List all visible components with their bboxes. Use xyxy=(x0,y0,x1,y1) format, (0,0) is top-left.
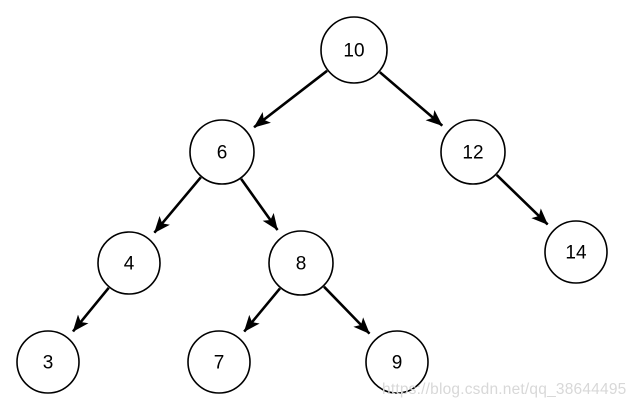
node-label-14: 14 xyxy=(565,243,587,264)
node-circle-8 xyxy=(268,230,334,296)
node-circle-14 xyxy=(544,220,608,284)
edge-layer xyxy=(72,69,549,335)
node-circle-12 xyxy=(440,119,506,185)
node-label-8: 8 xyxy=(296,254,307,275)
node-label-10: 10 xyxy=(343,41,364,62)
tree-edge-12-14 xyxy=(495,174,549,226)
tree-edge-8-7 xyxy=(243,287,281,333)
node-label-7: 7 xyxy=(214,353,225,374)
node-label-9: 9 xyxy=(392,353,403,374)
node-circle-9 xyxy=(365,330,429,394)
node-label-3: 3 xyxy=(43,353,54,374)
node-label-6: 6 xyxy=(217,143,228,164)
tree-edge-10-6 xyxy=(253,69,328,129)
node-circle-6 xyxy=(189,119,255,185)
tree-node-8[interactable]: 8 xyxy=(268,230,334,296)
tree-node-14[interactable]: 14 xyxy=(544,220,608,284)
tree-node-3[interactable]: 3 xyxy=(16,330,80,394)
tree-edge-4-3 xyxy=(72,286,110,333)
node-circle-3 xyxy=(16,330,80,394)
tree-node-7[interactable]: 7 xyxy=(187,330,251,394)
node-label-4: 4 xyxy=(124,254,135,275)
tree-edge-10-12 xyxy=(378,71,444,127)
node-circle-4 xyxy=(97,231,161,295)
watermark: https://blog.csdn.net/qq_38644495 xyxy=(382,381,627,398)
tree-node-10[interactable]: 10 xyxy=(320,16,388,84)
tree-edge-6-8 xyxy=(240,178,279,231)
node-circle-10 xyxy=(320,16,388,84)
node-circle-7 xyxy=(187,330,251,394)
tree-node-12[interactable]: 12 xyxy=(440,119,506,185)
tree-edge-8-9 xyxy=(323,285,371,335)
node-layer: 10 6 12 4 8 14 3 7 9 xyxy=(16,16,608,394)
tree-node-6[interactable]: 6 xyxy=(189,119,255,185)
tree-edge-6-4 xyxy=(153,176,202,234)
node-label-12: 12 xyxy=(462,143,483,164)
tree-node-9[interactable]: 9 xyxy=(365,330,429,394)
tree-node-4[interactable]: 4 xyxy=(97,231,161,295)
